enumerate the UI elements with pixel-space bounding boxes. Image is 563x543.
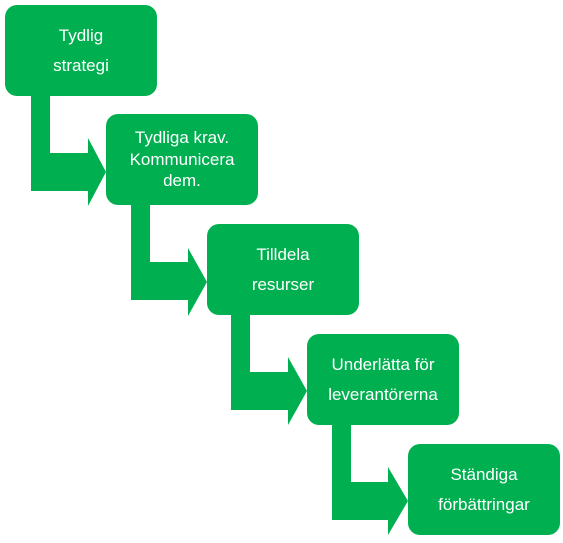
step-5-line-2: förbättringar [438,494,530,514]
step-2-line-1: Tydliga krav. [134,128,230,148]
step-1-line-2: strategi [53,55,109,75]
step-4-line-2: leverantörerna [328,384,438,404]
connector-arrow-4 [332,425,408,535]
step-box-1: Tydlig strategi [5,5,157,96]
connector-arrow-1 [31,96,106,206]
connector-arrow-2 [131,205,207,316]
step-5-line-1: Ständiga [450,464,518,484]
step-2-line-2: Kommunicera [129,149,235,169]
step-box-3: Tilldela resurser [207,224,359,315]
step-2-line-3: dem. [163,171,201,191]
step-3-line-2: resurser [251,274,315,294]
step-1-line-1: Tydlig [58,25,104,45]
step-3-line-1: Tilldela [256,244,310,264]
step-box-2: Tydliga krav. Kommunicera dem. [106,114,258,205]
connector-arrow-3 [231,315,307,425]
step-box-5: Ständiga förbättringar [408,444,560,535]
step-box-4: Underlätta för leverantörerna [307,334,459,425]
step-4-line-1: Underlätta för [331,354,435,374]
